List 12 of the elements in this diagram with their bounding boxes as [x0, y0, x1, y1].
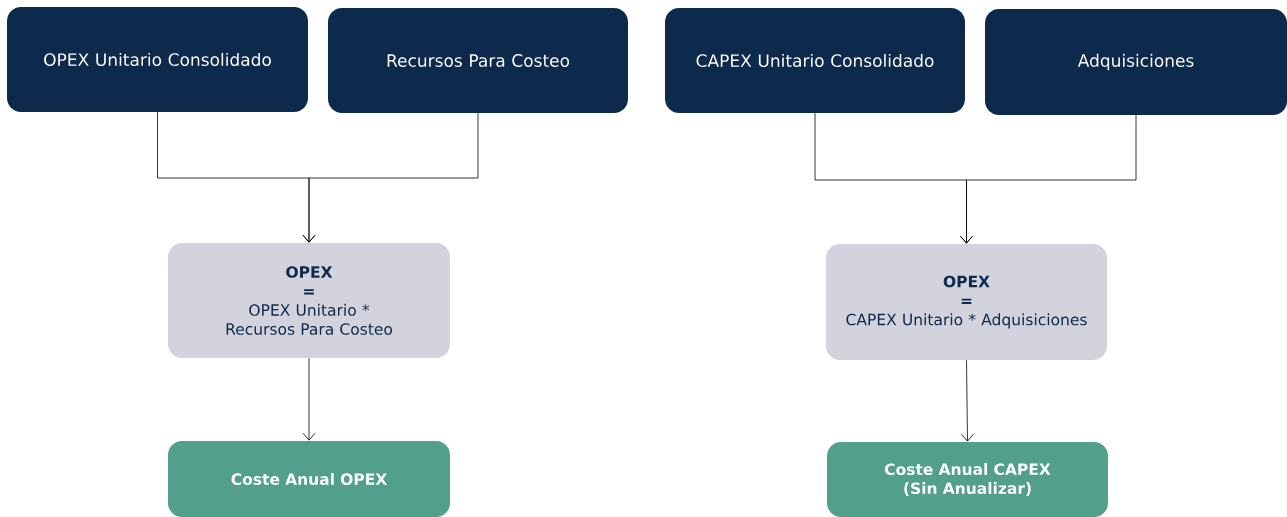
- result-box: Coste Anual OPEX: [168, 441, 450, 517]
- arrow: [302, 112, 479, 243]
- result-box: Coste Anual CAPEX (Sin Anualizar): [827, 442, 1108, 517]
- arrow: [302, 357, 316, 441]
- source-box: CAPEX Unitario Consolidado: [665, 8, 965, 113]
- formula-box: OPEX = OPEX Unitario * Recursos Para Costeo: [168, 243, 450, 358]
- source-box: OPEX Unitario Consolidado: [7, 7, 308, 112]
- source-box: Adquisiciones: [985, 9, 1287, 115]
- formula-box: OPEX = CAPEX Unitario * Adquisiciones: [826, 244, 1107, 360]
- source-box: Recursos Para Costeo: [328, 8, 628, 113]
- arrow: [960, 114, 1137, 244]
- arrow: [961, 359, 974, 442]
